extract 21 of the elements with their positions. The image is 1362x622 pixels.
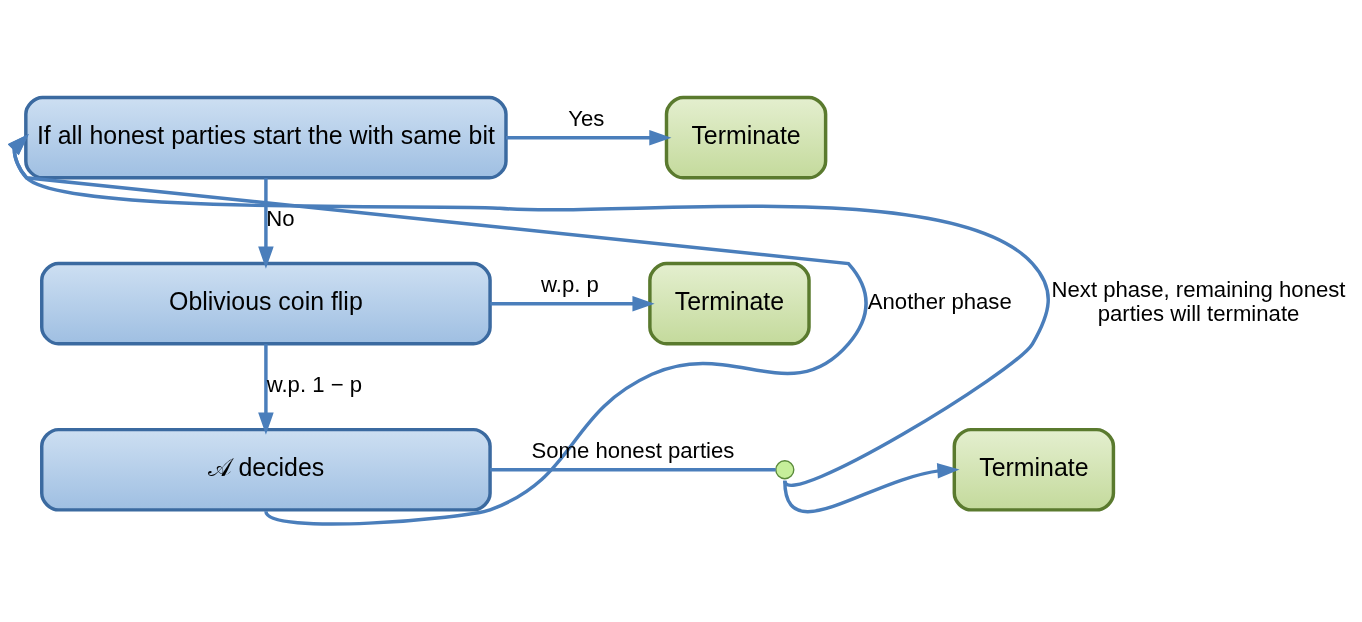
node-box: 𝒜 decides xyxy=(40,427,492,512)
arrow xyxy=(506,129,672,146)
edge-label: Another phase xyxy=(867,288,1012,314)
edge-label: w.p. p xyxy=(541,272,599,298)
arrow xyxy=(258,344,274,435)
arrow xyxy=(490,295,655,312)
node-box: Terminate xyxy=(952,427,1116,512)
edge-label: Next phase, remaining honest parties will terminate xyxy=(1051,276,1346,327)
arrow xyxy=(783,463,960,514)
arrow xyxy=(8,133,1050,486)
node-box: Terminate xyxy=(664,95,828,180)
connector xyxy=(490,468,776,472)
edge-label: Yes xyxy=(568,106,605,132)
edge-label: No xyxy=(266,205,295,231)
node-box: If all honest parties start the with same bit xyxy=(24,95,508,180)
node-circle xyxy=(775,460,795,480)
node-box: Terminate xyxy=(648,261,811,346)
arrow xyxy=(8,133,868,526)
edge-label: w.p. 1 − p xyxy=(266,371,362,397)
node-box: Oblivious coin flip xyxy=(40,261,492,346)
arrow xyxy=(258,178,274,269)
